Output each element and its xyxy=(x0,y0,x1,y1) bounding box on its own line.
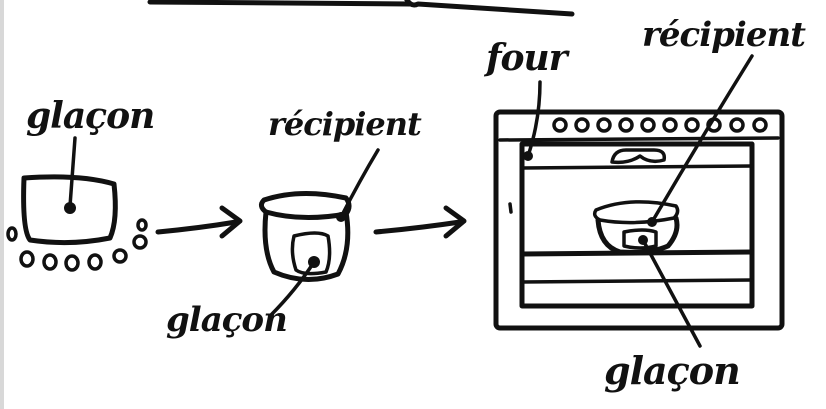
ice-cube-2-pointer-line xyxy=(268,260,316,318)
label-container-2: récipient xyxy=(642,15,806,55)
oven-side-tick xyxy=(508,202,513,214)
ice-cube-in-container xyxy=(290,231,332,276)
ice-cube-stage-1 xyxy=(6,136,148,272)
label-ice-cube-1: glaçon xyxy=(26,95,155,137)
top-underline xyxy=(147,0,575,17)
oven-container-body xyxy=(595,215,680,255)
oven-inner-bottom-line xyxy=(520,278,754,284)
ice-cube-pointer-line xyxy=(68,136,77,208)
oven-ice-cube xyxy=(622,228,658,250)
ice-cube-pointer-dot xyxy=(64,202,76,214)
oven-outer-frame xyxy=(493,109,785,331)
oven-ice-cube-pointer-line xyxy=(641,238,702,348)
oven-inner-top-line xyxy=(520,164,754,170)
arrow-1 xyxy=(155,205,243,239)
ice-cube-shape xyxy=(21,174,118,246)
page-edge xyxy=(0,0,4,409)
label-oven: four xyxy=(486,37,568,79)
container-rim xyxy=(258,191,352,221)
plate-circles xyxy=(6,218,148,272)
container-pointer-line xyxy=(339,148,380,219)
arrow-2 xyxy=(373,205,467,239)
oven-container-rim xyxy=(592,200,680,225)
oven-container-pointer-line xyxy=(650,54,754,224)
oven-knobs xyxy=(552,117,768,133)
container-body xyxy=(262,209,351,283)
container-stage-2 xyxy=(258,148,380,318)
label-ice-cube-3: glaçon xyxy=(604,348,741,393)
label-container-1: récipient xyxy=(268,105,422,143)
oven-control-line xyxy=(498,136,780,142)
oven-pointer-line xyxy=(526,80,542,158)
oven-handle xyxy=(610,148,667,165)
oven-stage-3 xyxy=(493,54,785,348)
oven-inner-door xyxy=(519,141,755,309)
label-ice-cube-2: glaçon xyxy=(166,300,288,340)
